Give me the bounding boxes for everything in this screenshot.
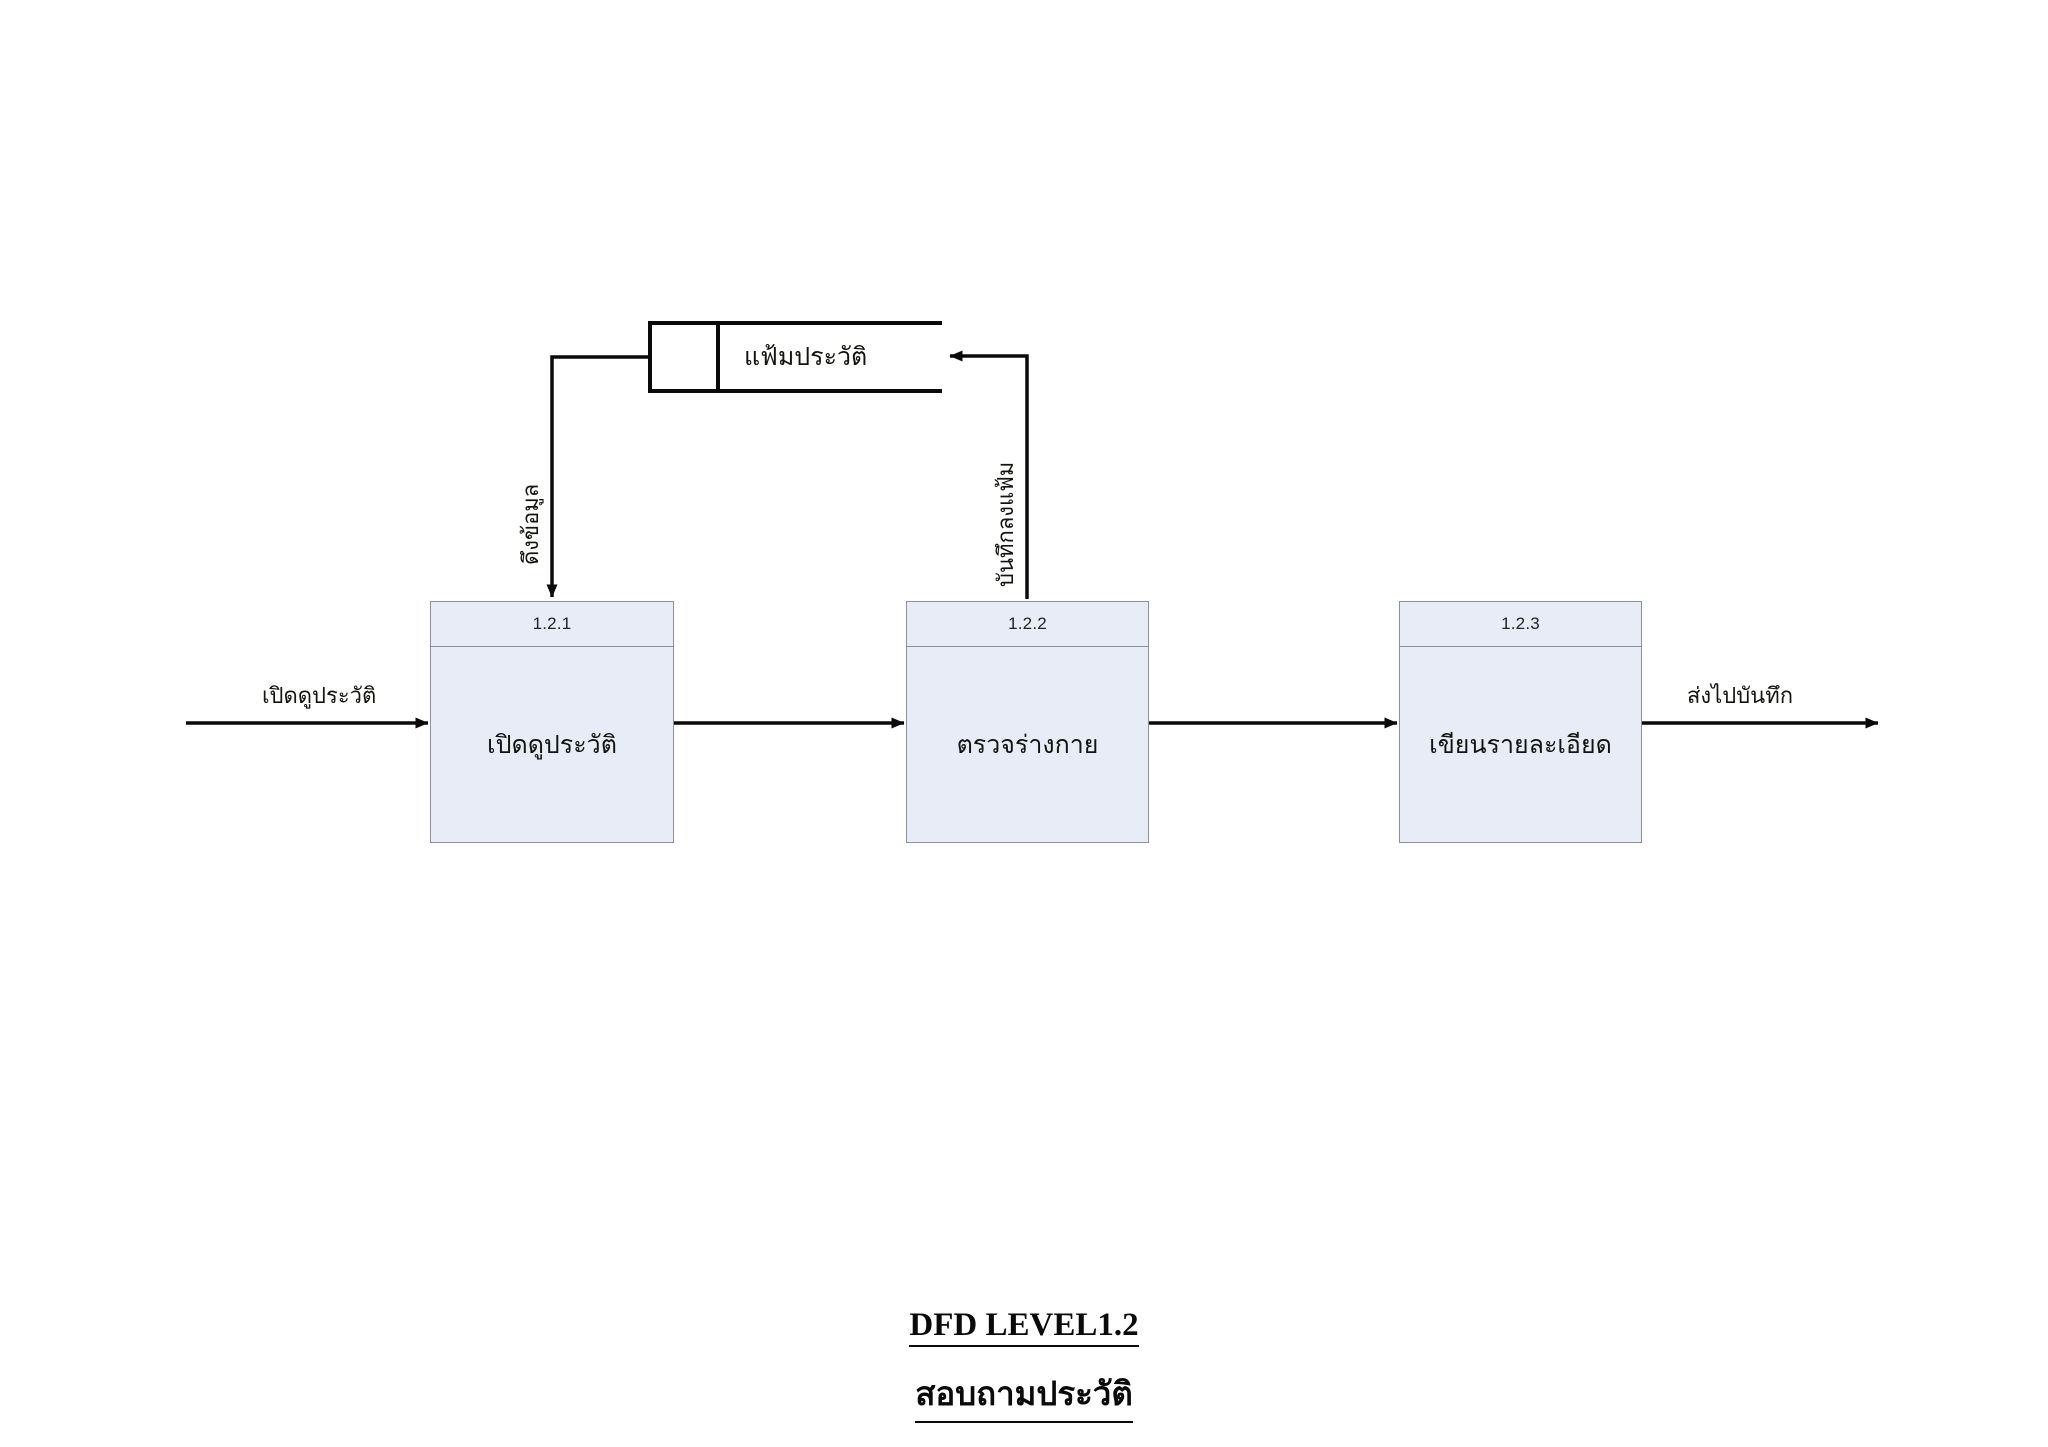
flow-label-datastore-read: ดึงข้อมูล: [518, 483, 543, 565]
caption-title-main: DFD LEVEL1.2: [909, 1307, 1139, 1347]
datastore-label: แฟ้มประวัติ: [744, 343, 868, 371]
process-1-2-3[interactable]: 1.2.3 เขียนรายละเอียด: [1399, 601, 1642, 843]
process-1-2-1-label: เปิดดูประวัติ: [487, 730, 617, 759]
flow-label-datastore-write: บันทึกลงแฟ้ม: [993, 461, 1018, 587]
process-1-2-1[interactable]: 1.2.1 เปิดดูประวัติ: [430, 601, 674, 843]
caption-title-sub: สอบถามประวัติ: [915, 1367, 1133, 1423]
flow-label-output: ส่งไปบันทึก: [1687, 683, 1794, 708]
process-1-2-2-label: ตรวจร่างกาย: [956, 730, 1099, 759]
caption-title-main-wrap: DFD LEVEL1.2: [0, 1307, 2048, 1347]
flow-datastore-write-arrow: [949, 350, 1029, 599]
flow-label-input: เปิดดูประวัติ: [262, 683, 377, 708]
flow-datastore-read-arrow: [546, 355, 648, 598]
process-1-2-3-label: เขียนรายละเอียด: [1429, 730, 1612, 759]
datastore-history-file[interactable]: แฟ้มประวัติ: [648, 321, 942, 393]
caption-title-sub-wrap: สอบถามประวัติ: [0, 1367, 2048, 1423]
process-1-2-2[interactable]: 1.2.2 ตรวจร่างกาย: [906, 601, 1149, 843]
process-1-2-3-id: 1.2.3: [1400, 602, 1641, 647]
datastore-id: [648, 325, 720, 389]
process-1-2-1-id: 1.2.1: [431, 602, 673, 647]
process-1-2-2-id: 1.2.2: [907, 602, 1148, 647]
